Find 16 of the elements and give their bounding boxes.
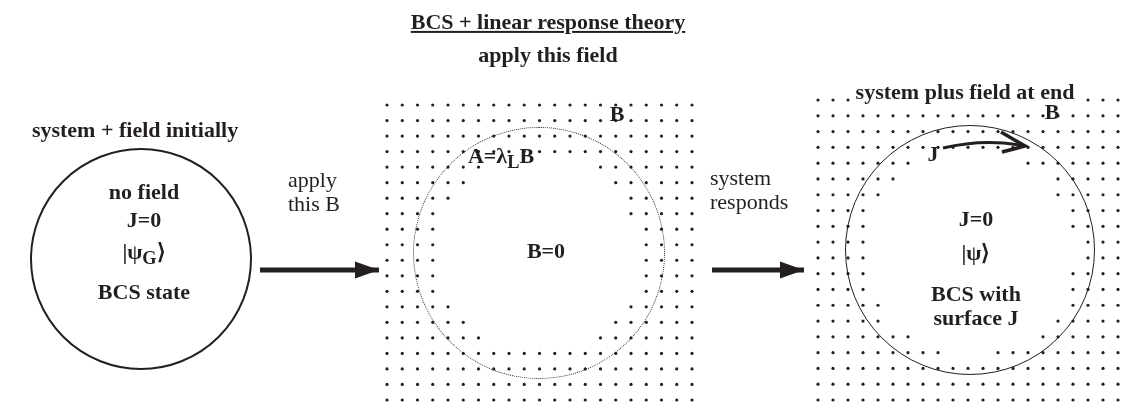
arrow xyxy=(712,261,804,279)
circle-node xyxy=(30,148,252,370)
node-label: J=0 xyxy=(126,207,162,233)
node-caption: system + field initially xyxy=(31,117,239,143)
diagram-title: BCS + linear response theory xyxy=(410,9,686,35)
node-label: A=λ$_{L}$B xyxy=(467,143,535,173)
node-label: BCS with surface J xyxy=(930,281,1022,331)
node-label: |ψ⟩ xyxy=(961,240,991,266)
node-label: B=0 xyxy=(526,238,566,264)
node-label: BCS state xyxy=(97,279,191,305)
node-label: B xyxy=(609,101,625,127)
node-label: J=0 xyxy=(958,206,994,232)
node-label: |ψ$_{G}$⟩ xyxy=(122,239,166,269)
node-label: no field xyxy=(108,179,180,205)
arrow xyxy=(260,261,379,279)
node-label: J xyxy=(927,141,939,167)
